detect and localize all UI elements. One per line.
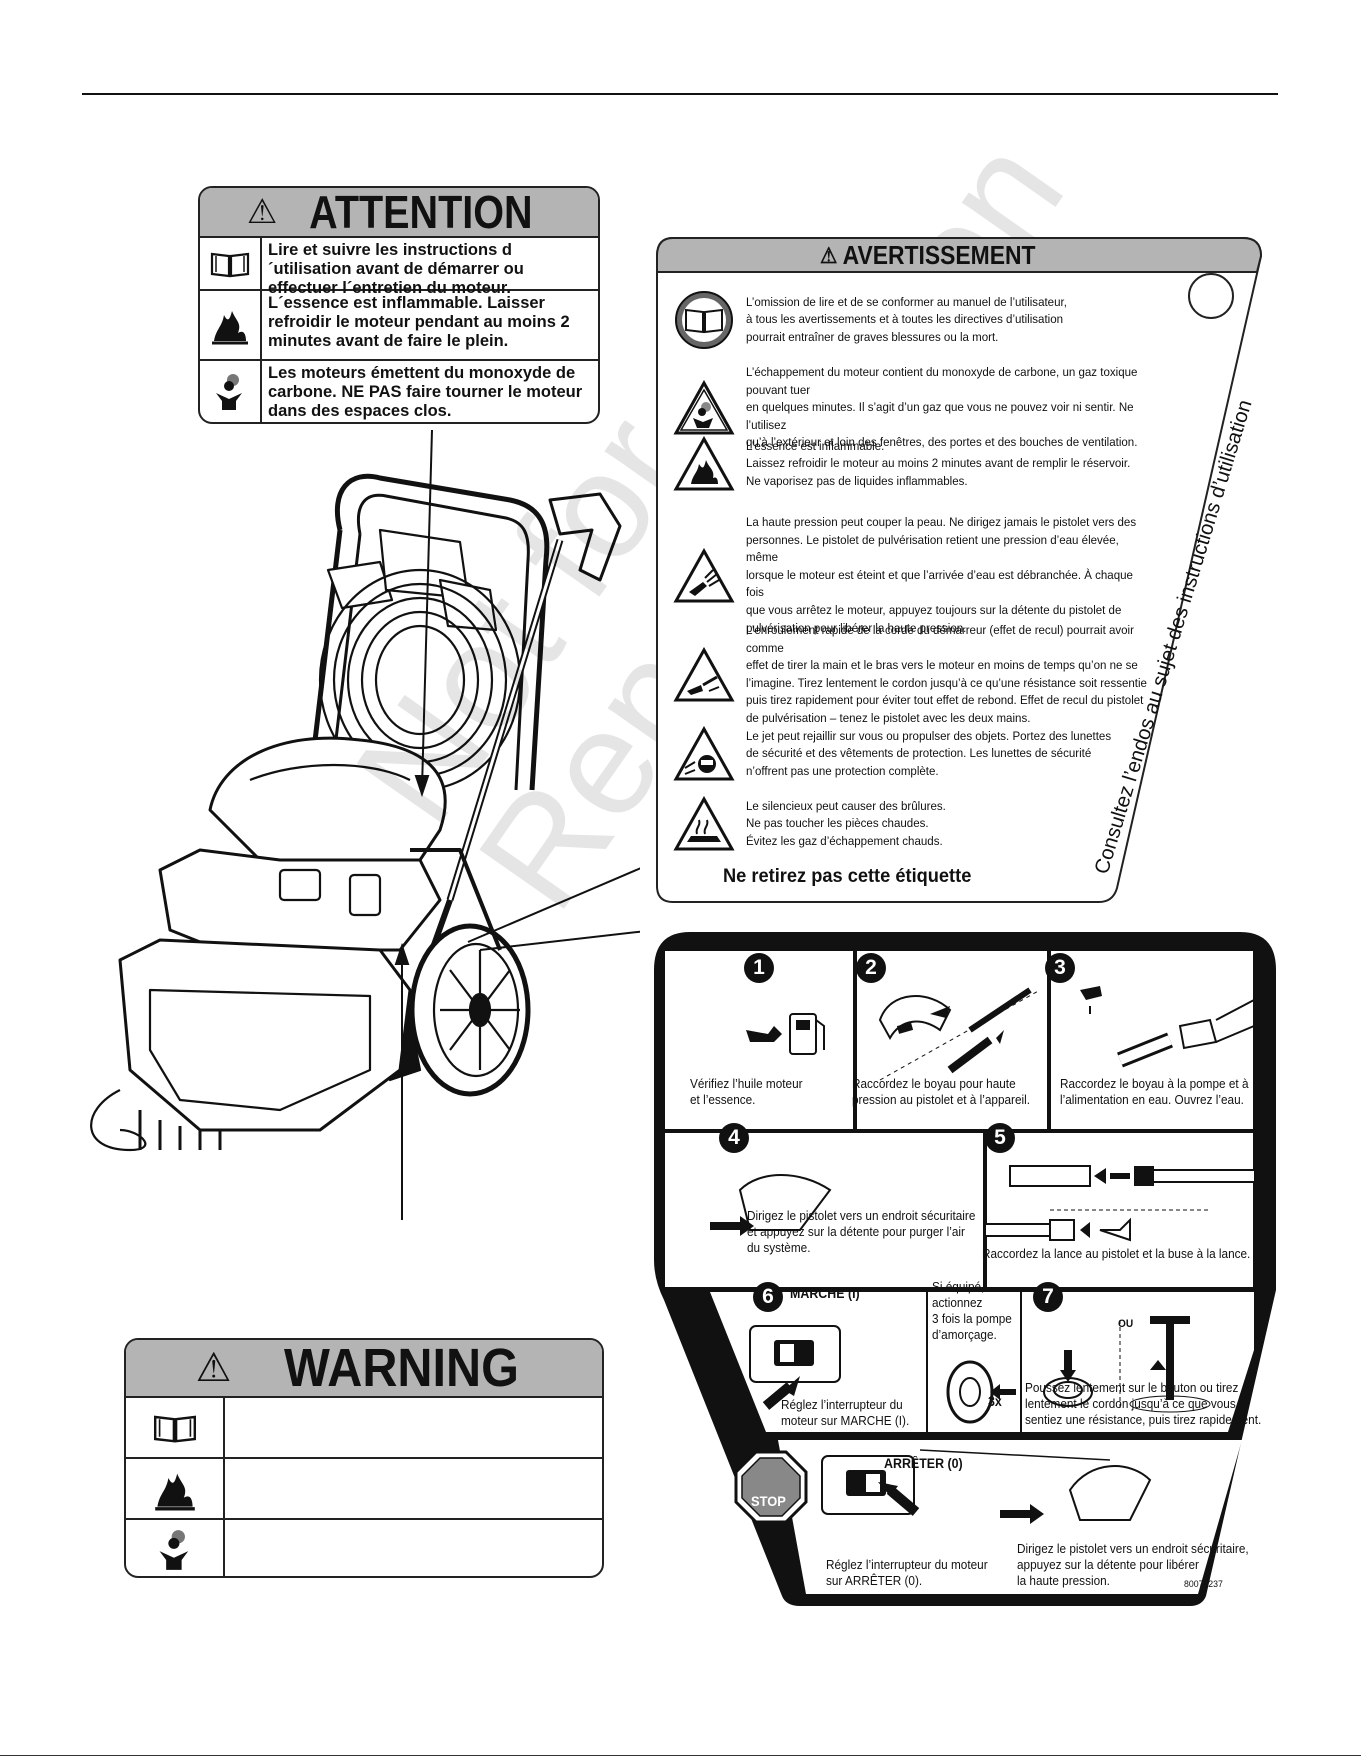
avertissement-title: AVERTISSEMENT [842, 240, 1036, 270]
avertissement-text: L’échappement du moteur contient du mono… [746, 365, 1138, 450]
recoil-icon [672, 646, 736, 703]
high-pressure-icon [672, 547, 736, 604]
eye-protection-icon [672, 726, 736, 782]
top-rule [82, 93, 1278, 95]
step-number: 7 [1033, 1282, 1063, 1312]
manual-book-icon [126, 1398, 225, 1457]
warning-row [126, 1520, 602, 1576]
attention-title: ATTENTION [309, 186, 533, 238]
attention-header: ⚠ ATTENTION [200, 188, 598, 238]
attention-row: L´essence est inflammable. Laisser refro… [200, 291, 598, 361]
warning-triangle-icon: ⚠ [246, 193, 278, 231]
avertissement-text: L’omission de lire et de se conformer au… [746, 294, 1067, 344]
step-caption: Réglez l’interrupteur du moteur sur MARC… [781, 1397, 910, 1428]
avertissement-text: L’essence est inflammable. Laissez refro… [746, 438, 1131, 488]
attention-row: Lire et suivre les instructions d´utilis… [200, 238, 598, 297]
attention-text: L´essence est inflammable. Laisser refro… [268, 294, 570, 350]
step-number: 2 [856, 953, 886, 983]
avertissement-item: La haute pression peut couper la peau. N… [672, 514, 1182, 637]
toxic-fumes-icon [126, 1520, 225, 1576]
warning-label: ⚠ WARNING [124, 1338, 604, 1578]
bottom-rule [0, 1755, 1361, 1756]
toxic-fumes-icon [672, 379, 736, 436]
warning-header: ⚠ WARNING [126, 1340, 602, 1398]
avertissement-footer: Ne retirez pas cette étiquette [723, 866, 972, 887]
step-number: 1 [744, 953, 774, 983]
avertissement-text: L’enroulement rapide de la corde du déma… [746, 623, 1147, 725]
attention-row: Les moteurs émettent du monoxyde de carb… [200, 361, 598, 422]
warning-title: WARNING [284, 1338, 520, 1398]
avertissement-item: L’omission de lire et de se conformer au… [672, 290, 1182, 350]
avertissement-item: L’essence est inflammable. Laissez refro… [672, 436, 1182, 492]
fire-icon [126, 1459, 225, 1518]
hot-surface-icon [672, 796, 736, 852]
avertissement-label-shape [656, 237, 1263, 903]
primer-caption: Si équipé, actionnez 3 fois la pompe d’a… [932, 1279, 1012, 1342]
step-number: 4 [719, 1123, 749, 1153]
marche-heading: MARCHE (I) [790, 1286, 860, 1301]
step-number: 5 [985, 1123, 1015, 1153]
attention-text: Lire et suivre les instructions d´utilis… [268, 241, 524, 297]
avertissement-text: Le jet peut rejaillir sur vous ou propul… [746, 728, 1112, 778]
avertissement-item: L’enroulement rapide de la corde du déma… [672, 622, 1182, 728]
step-caption: Raccordez la lance au pistolet et la bus… [982, 1246, 1251, 1261]
avertissement-text: La haute pression peut couper la peau. N… [746, 515, 1137, 635]
toxic-fumes-icon [200, 361, 262, 422]
step-caption: Raccordez le boyau à la pompe et à l’ali… [1060, 1076, 1249, 1107]
warning-row [126, 1459, 602, 1520]
step-number: 3 [1045, 953, 1075, 983]
manual-book-icon [672, 290, 736, 350]
attention-text: Les moteurs émettent du monoxyde de carb… [268, 364, 583, 420]
step-caption: Dirigez le pistolet vers un endroit sécu… [747, 1208, 976, 1255]
avertissement-item: Le silencieux peut causer des brûlures. … [672, 796, 1182, 852]
step-caption: Vérifiez l’huile moteur et l’essence. [690, 1076, 803, 1107]
avertissement-item: Le jet peut rejaillir sur vous ou propul… [672, 726, 1182, 782]
pressure-washer-illustration [90, 430, 640, 1220]
part-number: 80079237 [1184, 1579, 1223, 1590]
stop-caption: Réglez l’interrupteur du moteur sur ARRÊ… [826, 1557, 988, 1588]
step-caption: Raccordez le boyau pour haute pression a… [852, 1076, 1031, 1107]
fire-icon [672, 436, 736, 492]
avertissement-header: ⚠ AVERTISSEMENT [820, 240, 1066, 271]
avertissement-item: L’échappement du moteur contient du mono… [672, 364, 1182, 452]
attention-label: ⚠ ATTENTION Lire et suivre les instructi… [198, 186, 600, 424]
step-number: 6 [753, 1282, 783, 1312]
warning-triangle-icon: ⚠ [195, 1346, 232, 1390]
step-caption: Poussez lentement sur le bouton ou tirez… [1025, 1380, 1262, 1427]
stop-sign-text: STOP [751, 1493, 786, 1509]
instruction-label-shape [654, 932, 1276, 1606]
stop-heading: ARRÊTER (0) [884, 1456, 963, 1471]
warning-triangle-icon: ⚠ [820, 242, 838, 268]
warning-row [126, 1398, 602, 1459]
primer-count-badge: 3x [988, 1394, 1002, 1409]
or-label: OU [1118, 1318, 1134, 1330]
fire-icon [200, 291, 262, 359]
avertissement-text: Le silencieux peut causer des brûlures. … [746, 798, 946, 848]
stop-caption-gun: Dirigez le pistolet vers un endroit sécu… [1017, 1541, 1249, 1588]
manual-book-icon [200, 238, 262, 289]
